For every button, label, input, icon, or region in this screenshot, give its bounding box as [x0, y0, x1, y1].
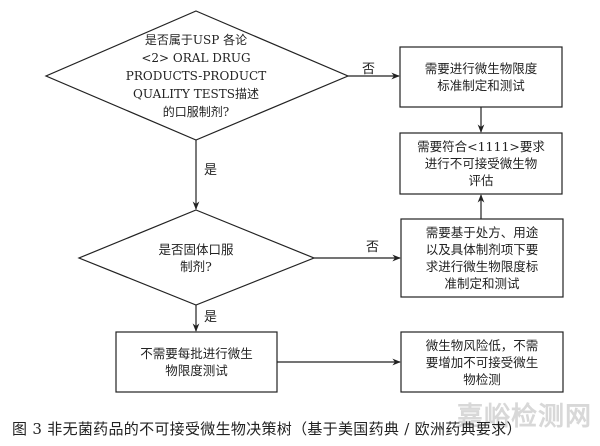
edge-label-q2-b3: 否: [366, 240, 380, 255]
decision-q1-text: 是否属于USP 各论 <2> ORAL DRUG PRODUCTS-PRODUC…: [125, 33, 267, 119]
edge-label-q1-b1: 否: [362, 62, 376, 77]
edge-label-q1-q2: 是: [204, 163, 218, 178]
process-b3-text: 需要基于处方、用途 以及具体制剂项下要 求进行微生物限度标 准制定和测试: [425, 225, 539, 291]
process-b4-text: 微生物风险低，不需 要增加不可接受微生 物检测: [425, 337, 539, 387]
process-b2-shape: [399, 132, 563, 195]
process-b4-shape: [400, 331, 564, 393]
figure-caption: 图 3 非无菌药品的不可接受微生物决策树（基于美国药典 / 欧洲药典要求）: [12, 420, 522, 438]
process-b5-text: 不需要每批进行微生 物限度测试: [140, 346, 253, 378]
process-b1-shape: [399, 46, 563, 108]
decision-q2-text: 是否固体口服 制剂?: [158, 242, 234, 274]
watermark: 嘉峪检测网: [456, 402, 592, 432]
process-b3-shape: [400, 218, 564, 298]
process-b2-text: 需要符合<1111>要求 进行不可接受微生物 评估: [417, 139, 545, 188]
process-b5-shape: [115, 331, 278, 393]
process-b1-text: 需要进行微生物限度 标准制定和测试: [424, 61, 538, 93]
edge-label-q2-b5: 是: [204, 310, 218, 325]
